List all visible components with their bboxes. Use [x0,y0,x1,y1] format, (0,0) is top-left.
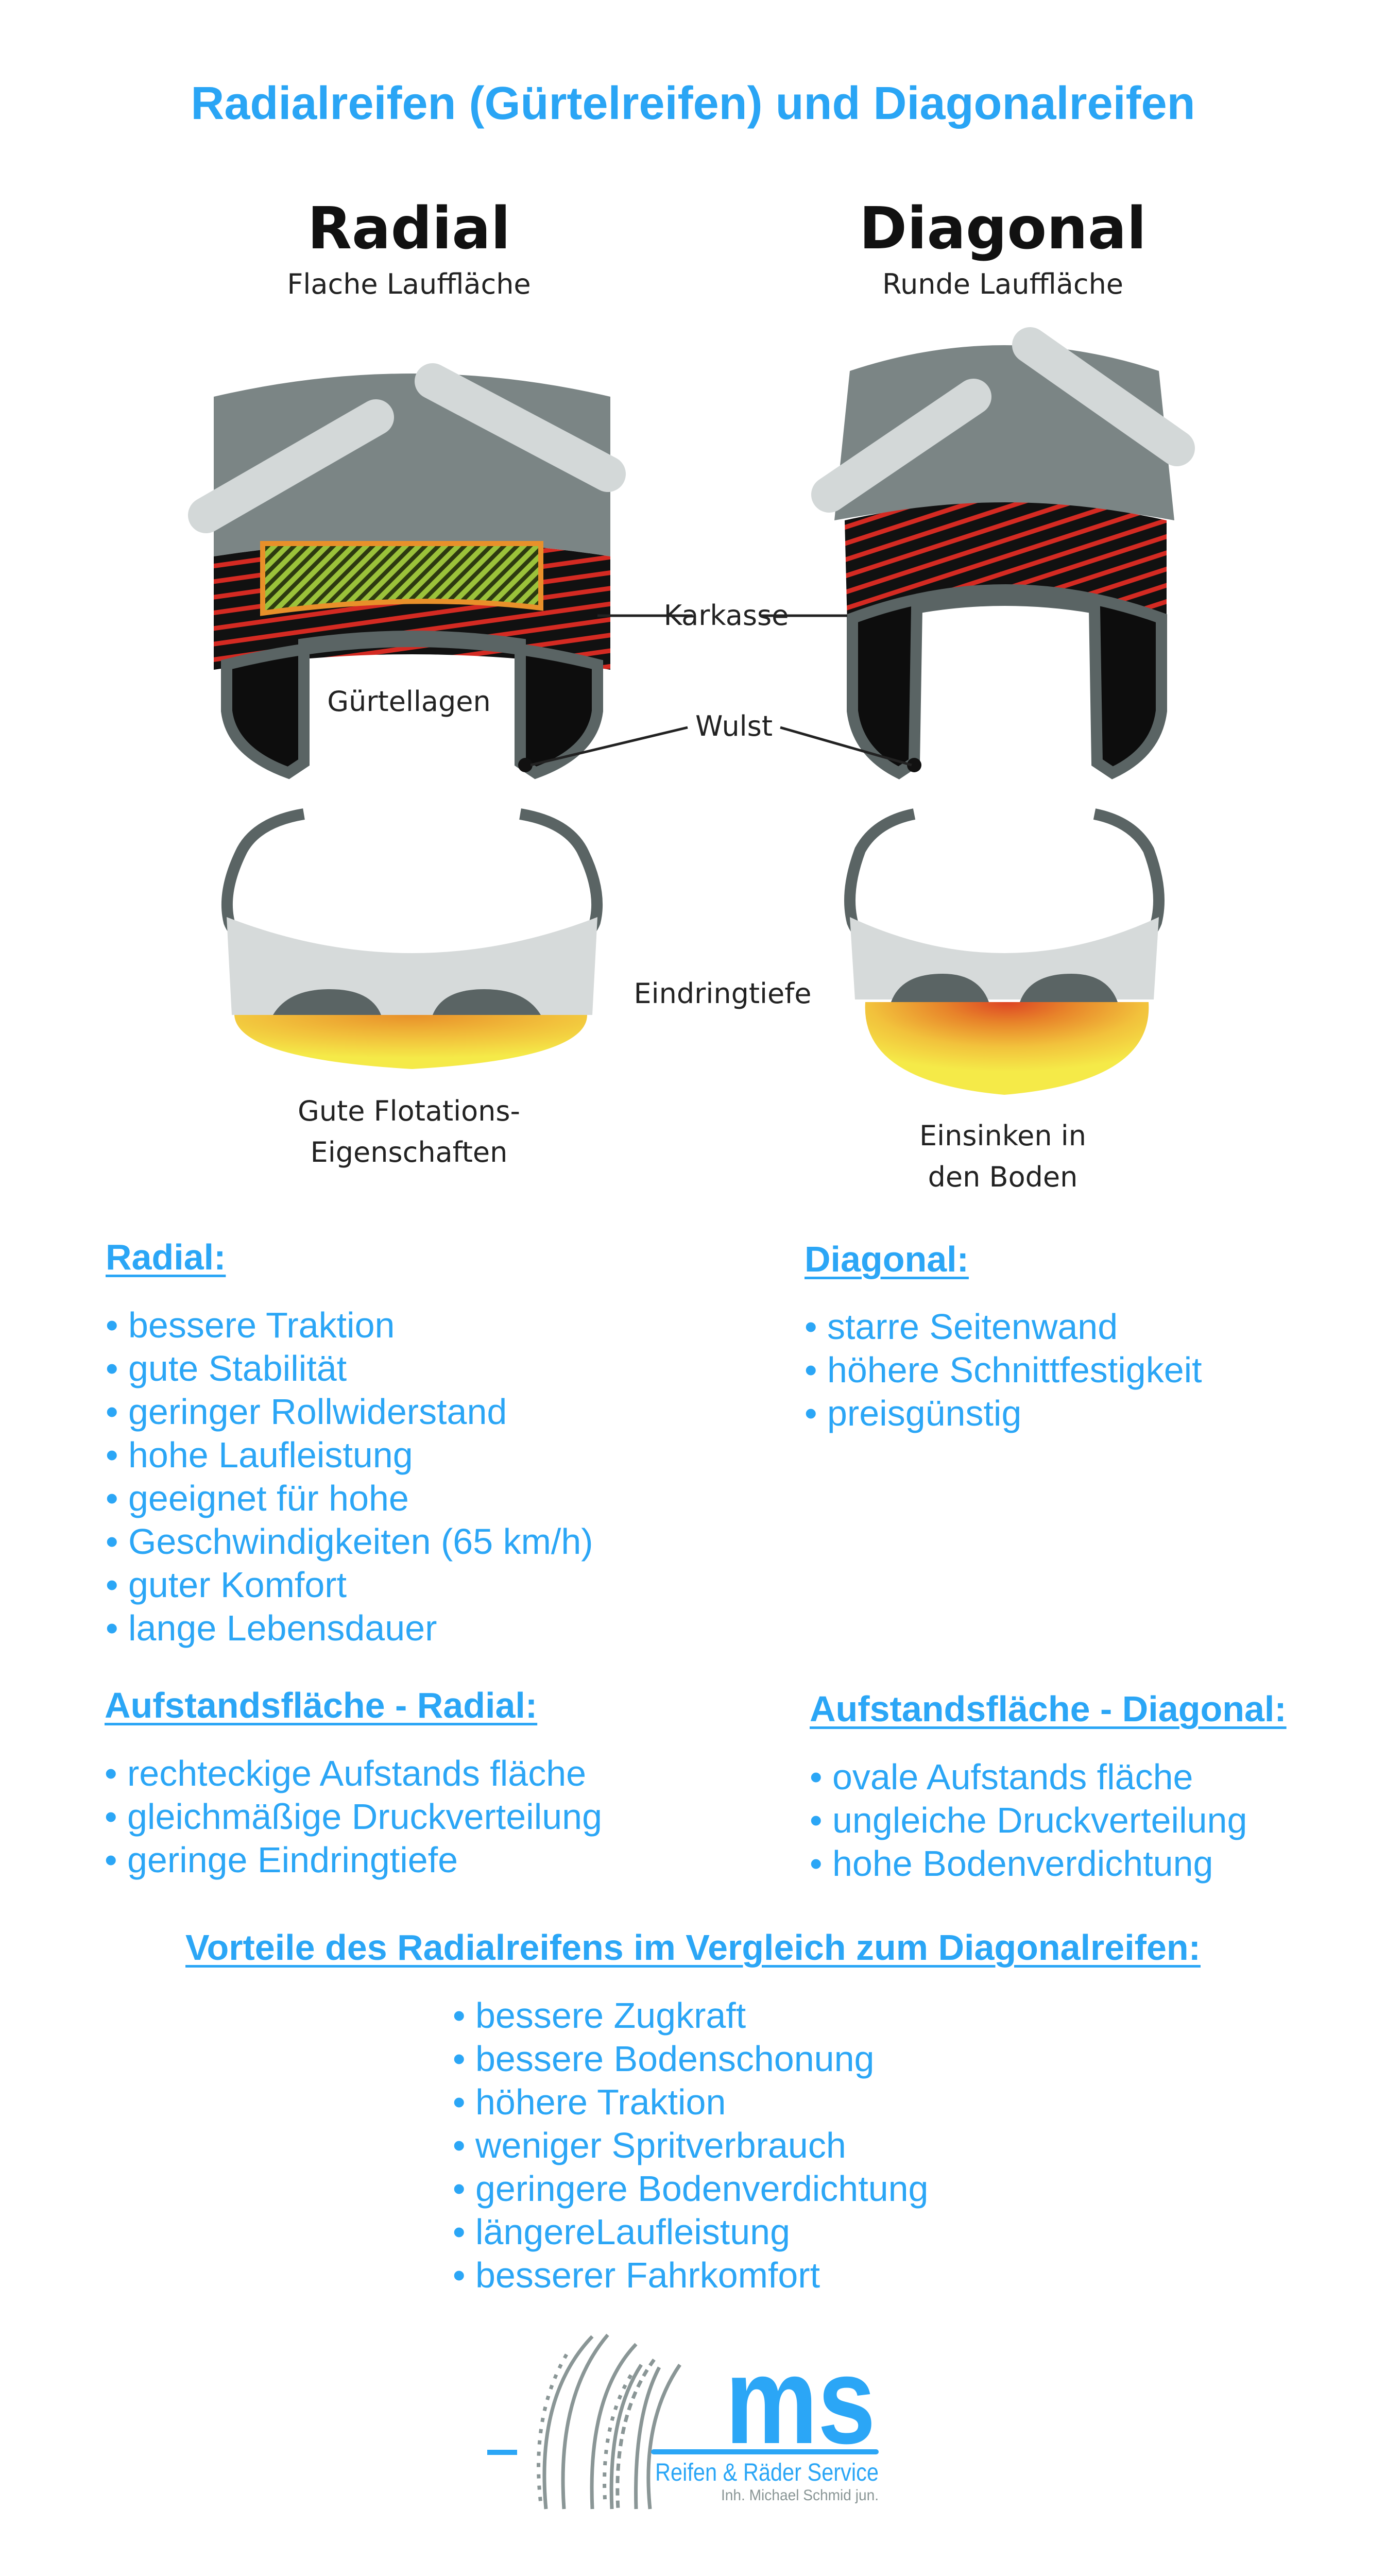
list-item: lange Lebensdauer [106,1606,593,1650]
list-item: starre Seitenwand [805,1305,1202,1348]
diagonal-caption-line2: den Boden [928,1161,1078,1193]
diagonal-heading: Diagonal: [805,1239,969,1279]
list-item: weniger Spritverbrauch [453,2124,928,2167]
diagonal-caption-line1: Einsinken in [919,1120,1086,1152]
list-item: hohe Bodenverdichtung [810,1842,1247,1885]
list-item: preisgünstig [805,1392,1202,1435]
radial-features-list: bessere Traktion gute Stabilität geringe… [106,1303,593,1650]
radial-tire-section [188,363,626,779]
radial-caption-line2: Eigenschaften [311,1136,508,1168]
list-item: gleichmäßige Druckverteilung [105,1795,602,1838]
page-title: Radialreifen (Gürtelreifen) und Diagonal… [191,78,1195,129]
advantages-heading: Vorteile des Radialreifens im Vergleich … [185,1927,1201,1968]
list-item: rechteckige Aufstands fläche [105,1752,602,1795]
list-item: ovale Aufstands fläche [810,1755,1247,1799]
list-item: geeignet für hohe [106,1477,593,1520]
diagonal-features-list: starre Seitenwand höhere Schnittfestigke… [805,1305,1202,1435]
list-item: besserer Fahrkomfort [453,2253,928,2297]
logo-line-long [651,2449,879,2454]
logo-mark: ms [725,2331,876,2469]
list-item: höhere Traktion [453,2080,928,2124]
logo-owner: Inh. Michael Schmid jun. [721,2487,879,2504]
tire-tread-icon [537,2333,681,2510]
diagonal-diagram-subtitle: Runde Lauffläche [882,268,1123,300]
contact-radial-heading: Aufstandsfläche - Radial: [105,1685,538,1725]
diagonal-tire-section [811,327,1195,779]
diagonal-tire-footprint [844,808,1165,1095]
contact-radial-list: rechteckige Aufstands fläche gleichmäßig… [105,1752,602,1882]
diagonal-diagram-title: Diagonal [859,195,1147,262]
list-item: bessere Zugkraft [453,1994,928,2037]
list-item: geringe Eindringtiefe [105,1838,602,1882]
list-item: bessere Traktion [106,1303,593,1347]
list-item: geringer Rollwiderstand [106,1390,593,1433]
wulst-leader-line [780,726,912,767]
list-item: ungleiche Druckverteilung [810,1799,1247,1842]
radial-diagram-subtitle: Flache Lauffläche [287,268,531,300]
radial-tire-footprint [221,808,603,1069]
list-item: gute Stabilität [106,1347,593,1390]
company-logo: ms Reifen & Räder Service Inh. Michael S… [487,2331,879,2510]
radial-diagram-title: Radial [307,195,510,262]
list-item: höhere Schnittfestigkeit [805,1348,1202,1392]
tire-comparison-diagram: Radial Flache Lauffläche Diagonal Runde … [188,195,1195,1193]
list-item: bessere Bodenschonung [453,2037,928,2080]
advantages-list: bessere Zugkraft bessere Bodenschonung h… [453,1994,929,2297]
eindringtiefe-label: Eindringtiefe [634,977,812,1010]
wulst-label: Wulst [695,710,773,742]
list-item: Geschwindigkeiten (65 km/h) [106,1520,593,1563]
list-item: guter Komfort [106,1563,593,1606]
logo-company-name: Reifen & Räder Service [655,2459,879,2486]
contact-diagonal-heading: Aufstandsfläche - Diagonal: [810,1689,1287,1729]
radial-heading: Radial: [106,1237,226,1277]
radial-caption-line1: Gute Flotations- [298,1095,520,1127]
list-item: hohe Laufleistung [106,1433,593,1477]
contact-diagonal-list: ovale Aufstands fläche ungleiche Druckve… [810,1755,1247,1885]
karkasse-label: Karkasse [664,599,789,632]
guertellagen-label: Gürtellagen [327,685,491,718]
list-item: längereLaufleistung [453,2210,928,2253]
list-item: geringere Bodenverdichtung [453,2167,929,2210]
wulst-leader-line [530,726,688,767]
logo-line-short [487,2450,517,2455]
